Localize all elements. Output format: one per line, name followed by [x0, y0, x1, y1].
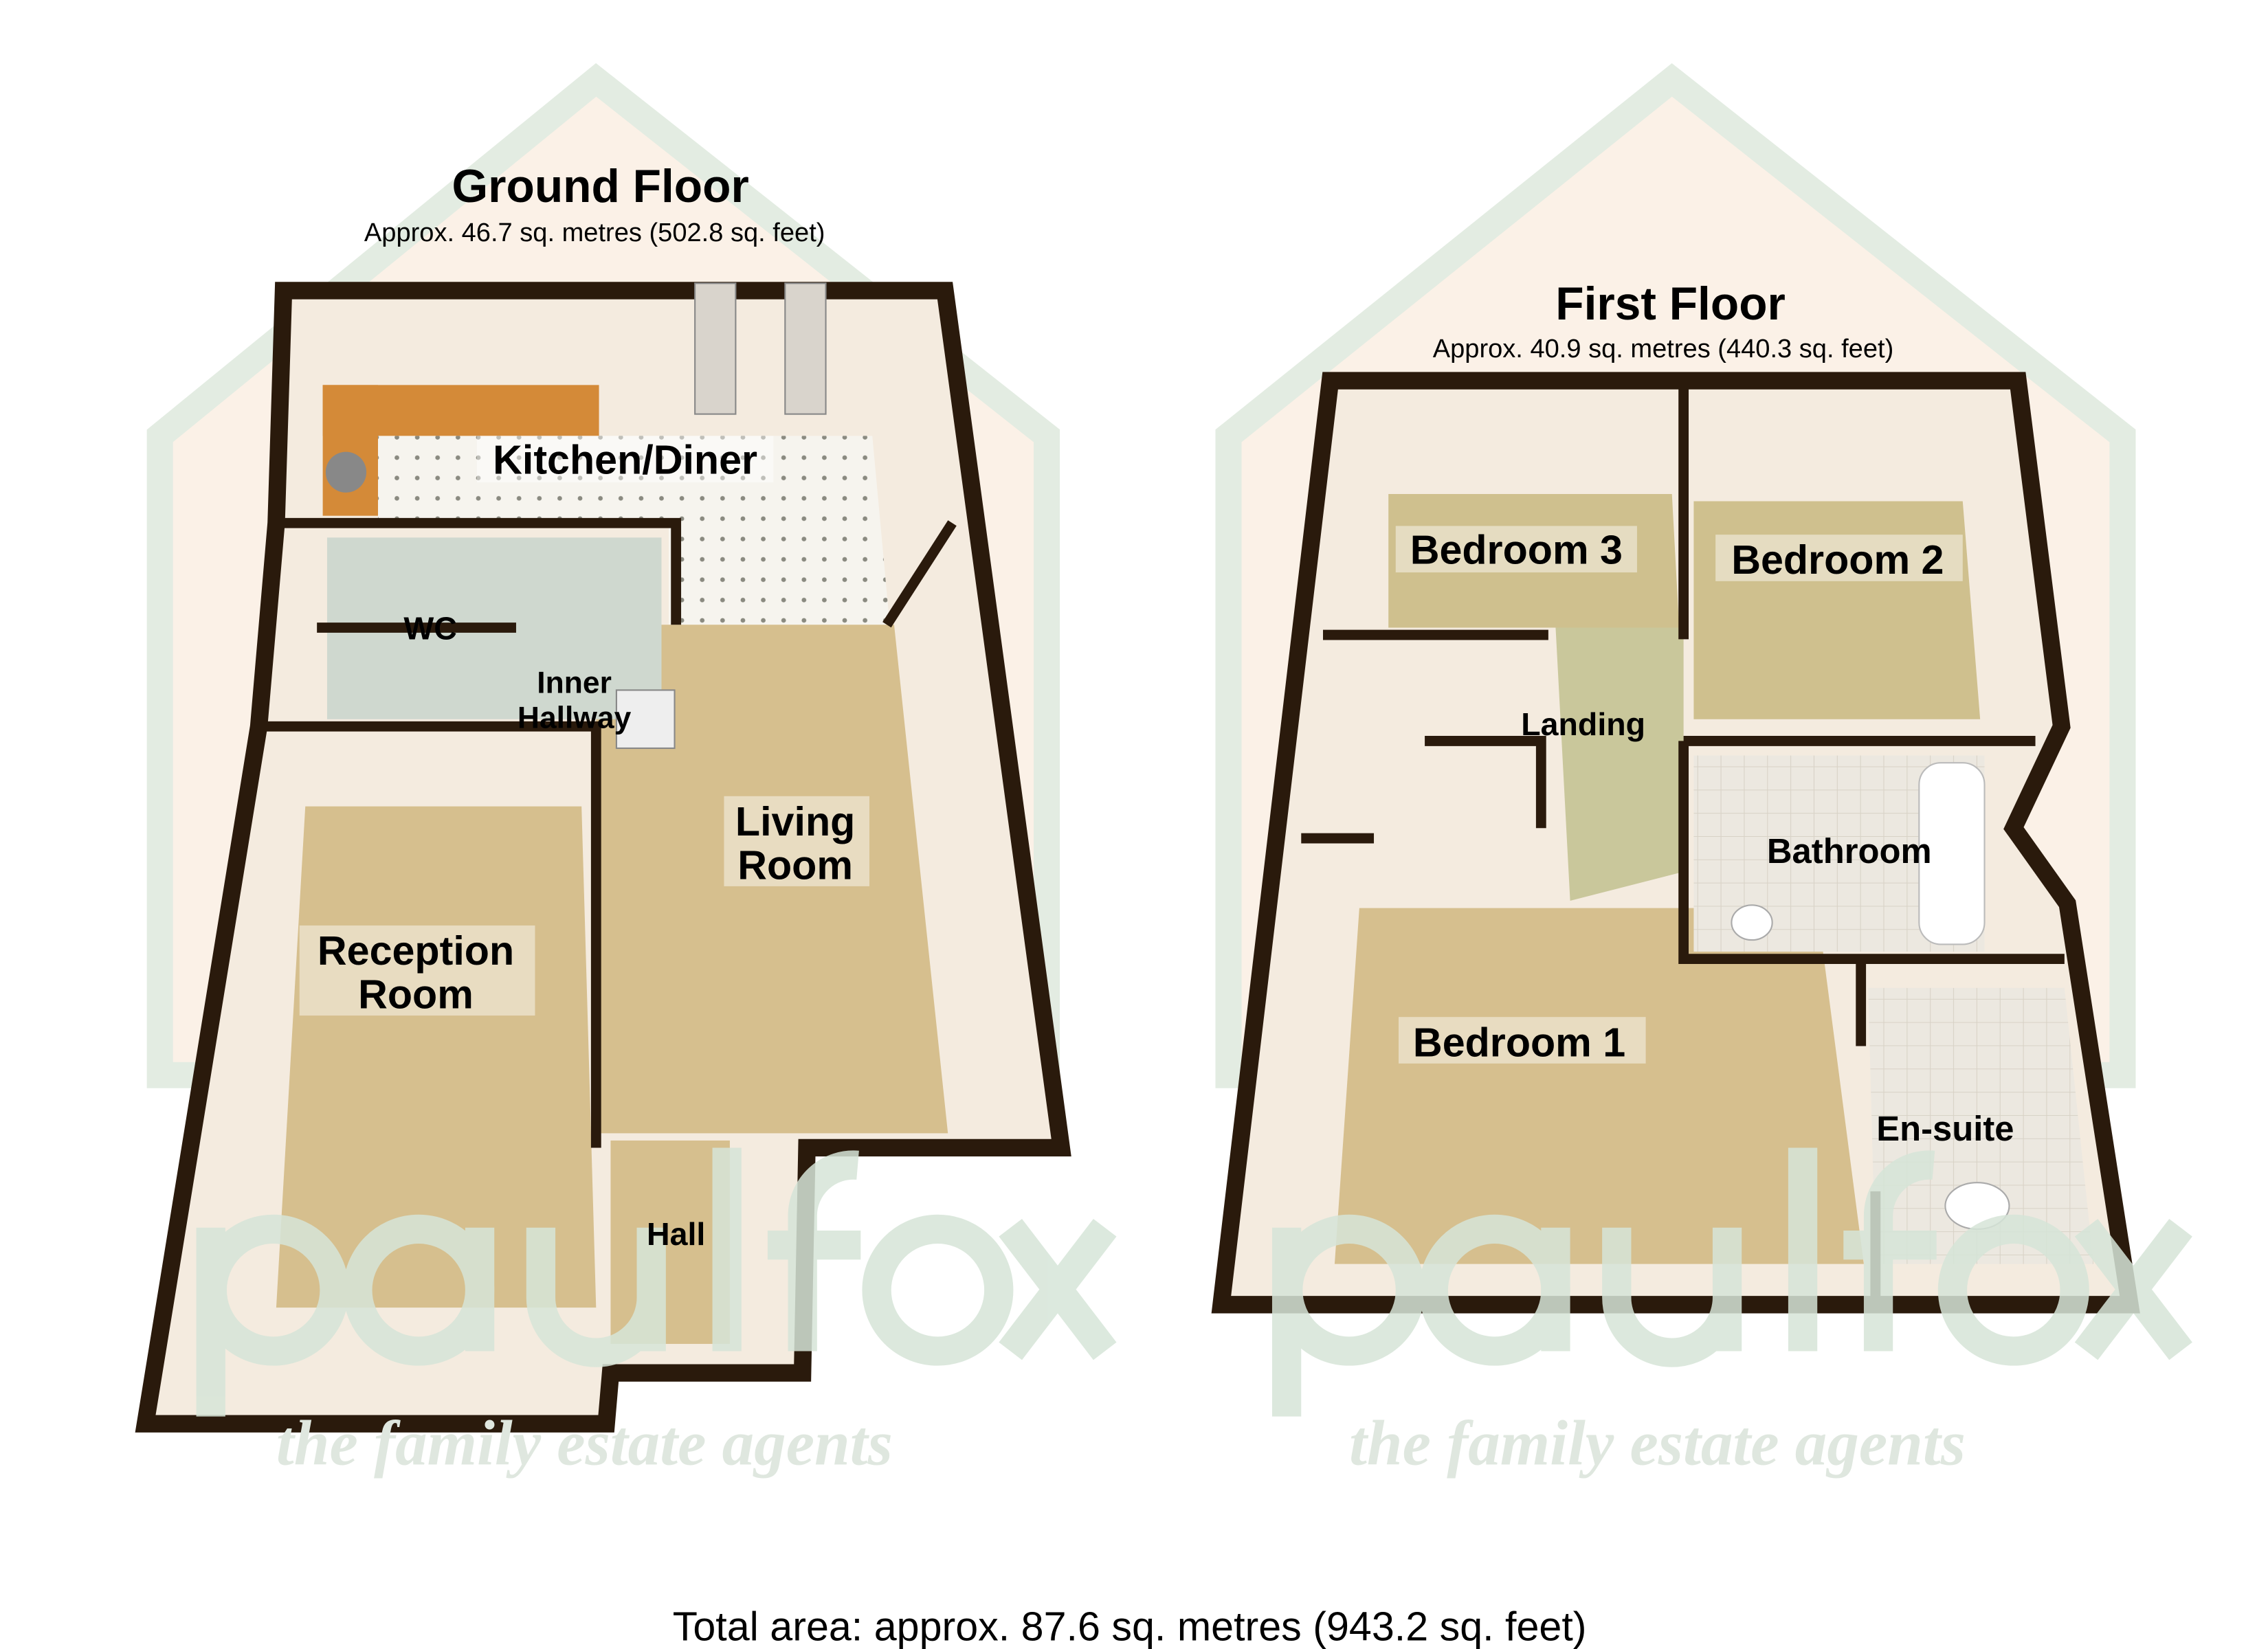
room-label-hall: Hall	[647, 1216, 705, 1252]
bedroom-3-floor	[1388, 493, 1680, 628]
bedroom-1-floor	[1334, 908, 1864, 1264]
door	[694, 282, 737, 415]
room-label-living-room: Living	[735, 798, 855, 844]
room-label-bedroom-2: Bedroom 2	[1731, 537, 1944, 583]
room-label-kitchen: Kitchen/Diner	[493, 436, 757, 482]
room-label-bathroom: Bathroom	[1767, 831, 1932, 871]
watermark-tagline: the family estate agents	[276, 1408, 893, 1479]
total-area: Total area: approx. 87.6 sq. metres (943…	[673, 1603, 1587, 1649]
room-label-bedroom-3: Bedroom 3	[1410, 526, 1623, 572]
hob-icon	[325, 451, 367, 493]
ground-floor-area: Approx. 46.7 sq. metres (502.8 sq. feet)	[364, 218, 825, 247]
watermark-tagline: the family estate agents	[1349, 1408, 1966, 1479]
toilet-icon	[1731, 904, 1773, 941]
room-label-inner-hallway: Hallway	[518, 701, 632, 734]
room-label-wc: WC	[403, 610, 457, 646]
kitchen-floor	[378, 436, 890, 625]
door	[784, 282, 827, 415]
bathtub	[1918, 762, 1986, 945]
room-label-inner-hallway: Inner	[537, 666, 612, 700]
living-room-floor	[596, 625, 948, 1134]
ground-floor-plan	[135, 282, 1071, 1433]
room-label-ensuite: En-suite	[1876, 1109, 2014, 1148]
hall-floor	[610, 1140, 730, 1344]
reception-room-floor	[276, 806, 597, 1308]
room-label-living-room: Room	[737, 842, 853, 888]
room-label-reception-room: Reception	[318, 928, 514, 974]
ground-floor-title: Ground Floor	[452, 161, 749, 212]
first-floor-area: Approx. 40.9 sq. metres (440.3 sq. feet)	[1433, 335, 1894, 363]
room-label-reception-room: Room	[358, 971, 474, 1017]
kitchen-worktop-side	[322, 385, 378, 516]
bedroom-2-floor	[1693, 501, 1981, 719]
room-label-bedroom-1: Bedroom 1	[1413, 1019, 1625, 1065]
ensuite-floor	[1868, 987, 2094, 1264]
door	[615, 689, 676, 750]
first-floor-title: First Floor	[1555, 278, 1786, 330]
room-label-landing: Landing	[1521, 706, 1645, 742]
first-floor-plan	[1211, 372, 2140, 1314]
interior-walls	[261, 517, 957, 1148]
landing-floor	[1555, 627, 1684, 901]
